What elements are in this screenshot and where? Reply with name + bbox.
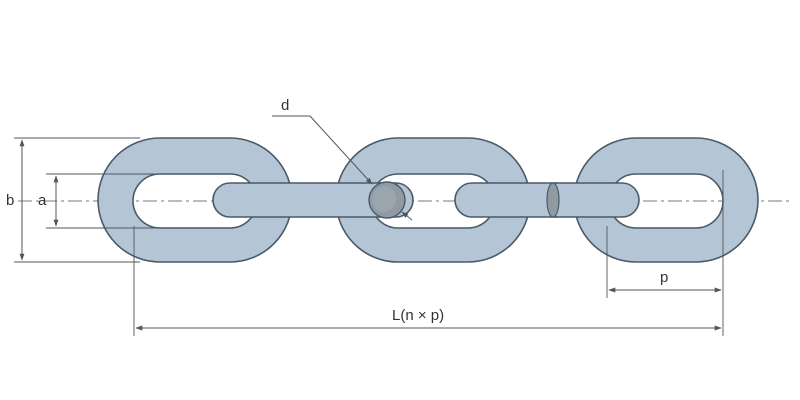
label-p: p — [660, 269, 668, 286]
label-d: d — [281, 97, 289, 114]
dimension-length: L(n × p) — [133, 226, 722, 336]
chain-link-side-view-1 — [212, 182, 414, 218]
dimension-a: a — [38, 173, 155, 229]
wire-cross-section — [368, 181, 406, 219]
chain-link-side-view-3-cut — [546, 182, 640, 218]
label-b: b — [6, 192, 14, 209]
dimension-b: b — [6, 137, 140, 263]
label-length: L(n × p) — [392, 307, 444, 324]
label-a: a — [38, 192, 47, 209]
chain-link-side-view-2-cut — [454, 182, 559, 218]
dimension-p: p — [606, 170, 724, 336]
dimension-d: d — [272, 97, 413, 221]
